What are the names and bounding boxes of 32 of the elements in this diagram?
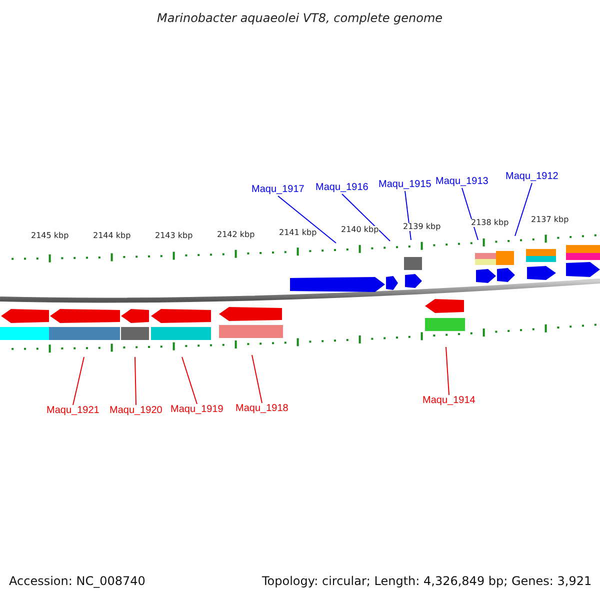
gene-label: Maqu_1919	[170, 405, 224, 415]
leader-line	[182, 356, 198, 404]
scale-label: 2143 kbp	[155, 232, 193, 240]
leader-line	[134, 356, 136, 406]
scale-label: 2142 kbp	[217, 231, 255, 239]
leader-line	[342, 194, 390, 242]
gene-label: Maqu_1913	[436, 177, 488, 187]
scale-label: 2141 kbp	[279, 229, 317, 237]
scale-label: 2145 kbp	[31, 232, 69, 240]
gene-label: Maqu_1914	[422, 396, 476, 406]
gene-label: Maqu_1920	[110, 406, 162, 416]
leader-line	[278, 196, 336, 244]
scale-label: 2139 kbp	[403, 223, 441, 231]
genome-info-text: Topology: circular; Length: 4,326,849 bp; Genes: 3,921	[262, 575, 592, 587]
gene-label: Maqu_1912	[506, 172, 558, 182]
scale-label: 2137 kbp	[531, 216, 569, 224]
scale-label: 2144 kbp	[93, 232, 131, 240]
leader-line	[72, 356, 84, 406]
title: Marinobacter aquaeolei VT8, complete genome	[157, 12, 443, 24]
gene-label: Maqu_1917	[252, 185, 304, 195]
accession-text: Accession: NC_008740	[9, 575, 146, 587]
scale-label: 2138 kbp	[471, 219, 509, 227]
leader-line	[446, 346, 450, 396]
gene-label: Maqu_1918	[236, 404, 288, 414]
leader-line	[514, 182, 532, 236]
gene-label: Maqu_1915	[378, 180, 432, 190]
leader-line	[404, 190, 412, 240]
gene-label: Maqu_1921	[46, 406, 100, 416]
gene-label: Maqu_1916	[316, 183, 368, 193]
leader-line	[462, 188, 478, 240]
scale-label: 2140 kbp	[341, 226, 379, 234]
leader-line	[252, 354, 262, 404]
